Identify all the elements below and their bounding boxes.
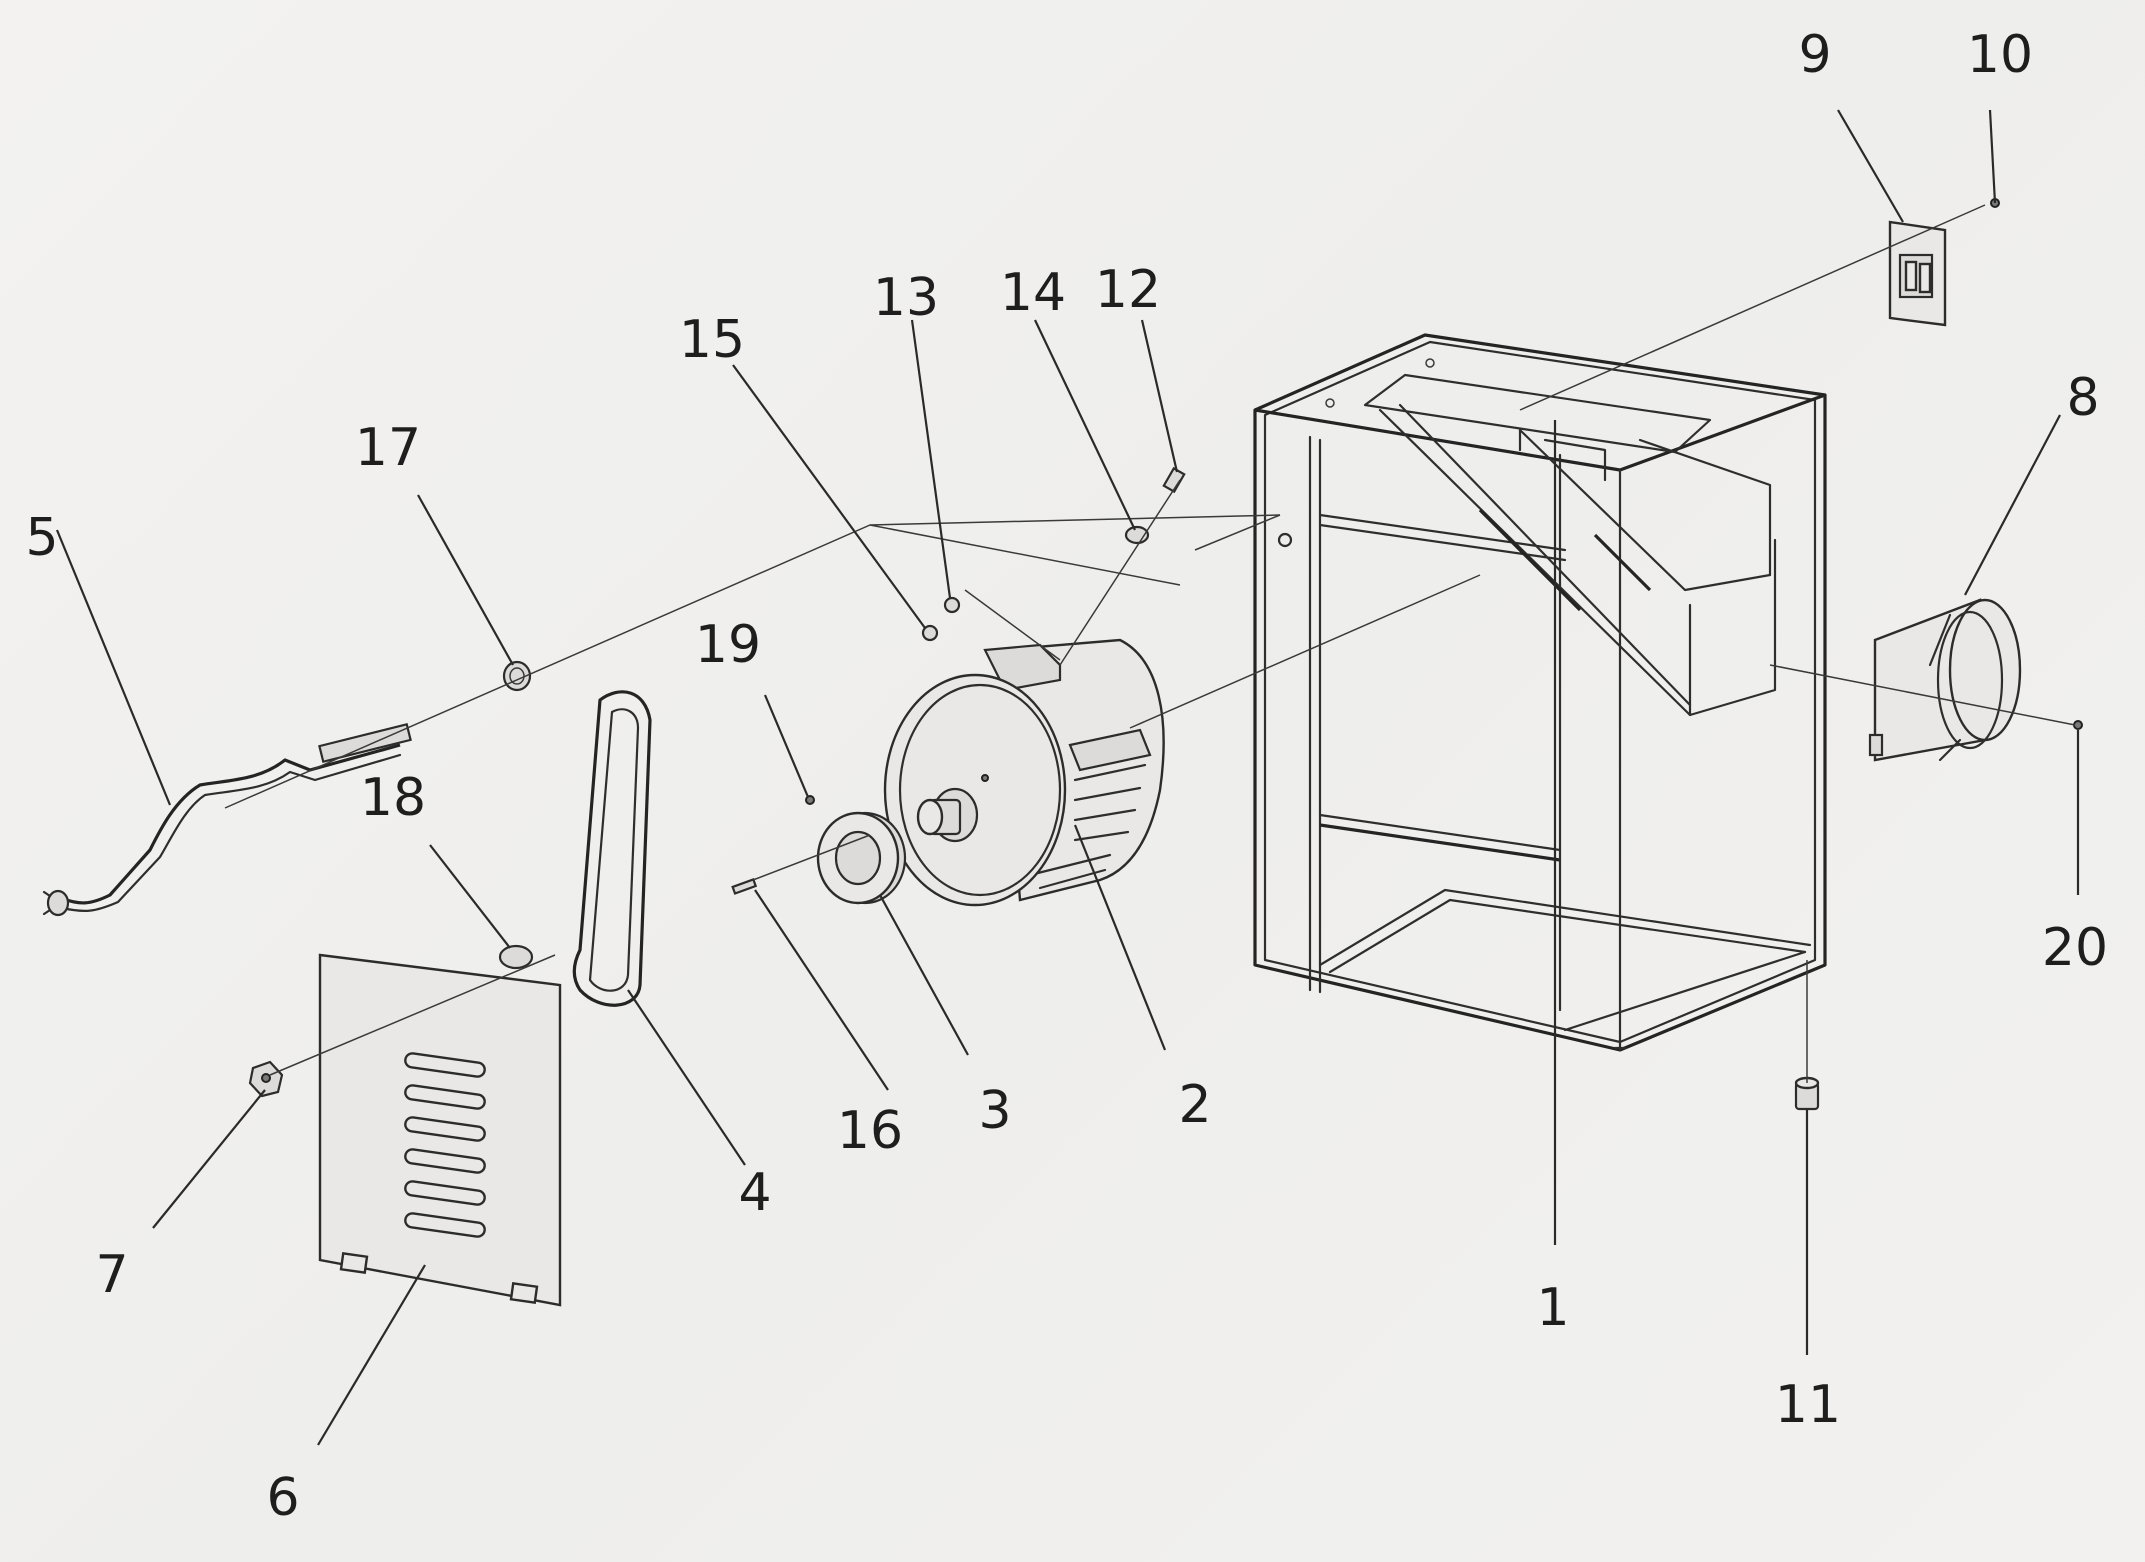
callout-9: 9 [1798, 25, 1831, 85]
housing-part-1 [1253, 333, 1827, 1052]
strain-relief-part-18 [498, 944, 534, 970]
setscrew-part-19 [805, 795, 815, 805]
front-panel-part-6 [318, 953, 562, 1307]
knob-part-7 [248, 1060, 284, 1098]
power-cord-part-5 [42, 723, 412, 917]
belt-part-4 [572, 690, 652, 1007]
nut-part-13 [943, 596, 961, 614]
callout-4: 4 [738, 1163, 771, 1223]
callout-18: 18 [360, 768, 426, 828]
callout-5: 5 [25, 508, 58, 568]
callout-8: 8 [2066, 368, 2099, 428]
callout-10: 10 [1967, 25, 2033, 85]
callout-19: 19 [695, 615, 761, 675]
screw-part-20 [2073, 720, 2083, 730]
callout-12: 12 [1095, 260, 1161, 320]
callout-11: 11 [1775, 1375, 1841, 1435]
callout-15: 15 [679, 310, 745, 370]
callout-7: 7 [95, 1245, 128, 1305]
motor-part-2 [883, 638, 1165, 907]
assembly-lines [224, 204, 2076, 1083]
callout-13: 13 [873, 268, 939, 328]
leader-lines [55, 109, 2080, 1446]
callout-2: 2 [1178, 1075, 1211, 1135]
callout-16: 16 [837, 1101, 903, 1161]
callout-labels: 1 2 3 4 5 6 7 8 9 10 11 12 13 14 15 16 1… [25, 25, 2108, 1528]
switch-part-9 [1888, 220, 1947, 327]
vent-collar-part-8 [1868, 598, 2022, 762]
louver-slots [404, 1052, 486, 1238]
callout-20: 20 [2042, 918, 2108, 978]
pulley-part-3 [816, 811, 907, 905]
key-part-16 [731, 878, 758, 895]
bolt-part-12 [1162, 466, 1186, 494]
nut-part-15 [921, 624, 939, 642]
callout-6: 6 [266, 1468, 299, 1528]
callout-14: 14 [1000, 263, 1066, 323]
callout-17: 17 [355, 418, 421, 478]
callout-1: 1 [1536, 1278, 1569, 1338]
callout-3: 3 [978, 1081, 1011, 1141]
